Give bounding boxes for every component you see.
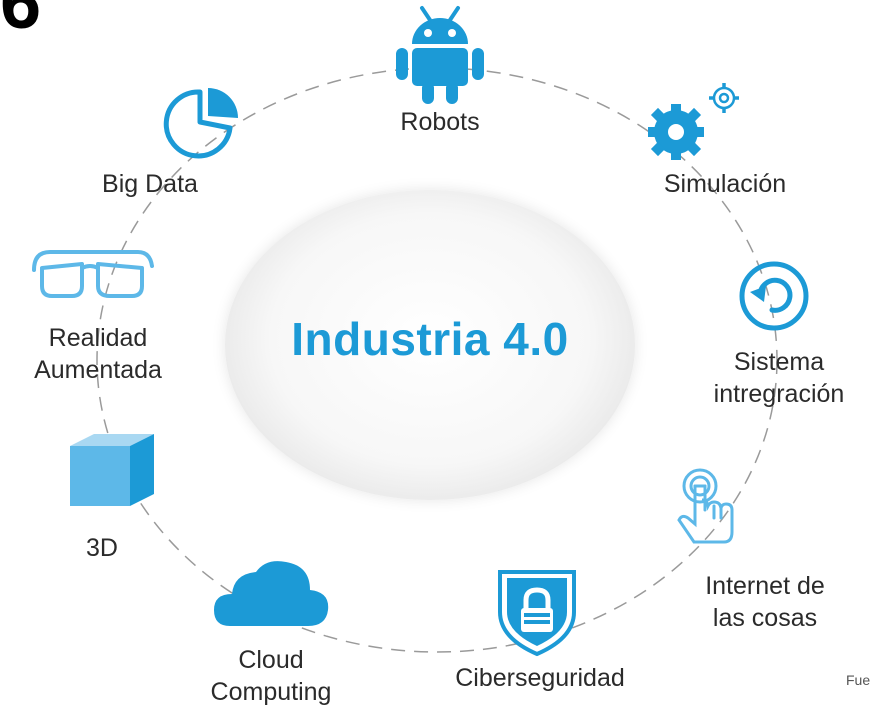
node-label-robots: Robots [400, 108, 480, 136]
center-title: Industria 4.0 [291, 313, 569, 365]
center-orb [225, 190, 635, 500]
source-fragment: Fue [846, 672, 871, 688]
node-label-iot: Internet de las cosas [705, 572, 825, 632]
pie-chart-icon [163, 88, 238, 159]
cube-icon [70, 434, 154, 506]
gears-icon [648, 83, 739, 160]
refresh-cycle-icon [739, 261, 809, 331]
node-label-ciber: Ciberseguridad [455, 664, 625, 692]
smart-glasses-icon [32, 250, 154, 298]
node-label-3d: 3D [86, 534, 118, 562]
shield-lock-icon [498, 570, 576, 657]
android-robot-icon [396, 6, 484, 104]
node-label-simulacion: Simulación [663, 170, 787, 198]
node-label-ar: Realidad Aumentada [34, 324, 162, 384]
node-label-sistema: Sistema intregración [713, 348, 845, 408]
node-label-bigdata: Big Data [102, 170, 198, 198]
touch-hand-icon [677, 468, 734, 544]
cloud-icon [214, 561, 329, 626]
node-label-cloud: Cloud Computing [210, 646, 332, 706]
cropped-corner-text: 6 [0, 0, 42, 44]
